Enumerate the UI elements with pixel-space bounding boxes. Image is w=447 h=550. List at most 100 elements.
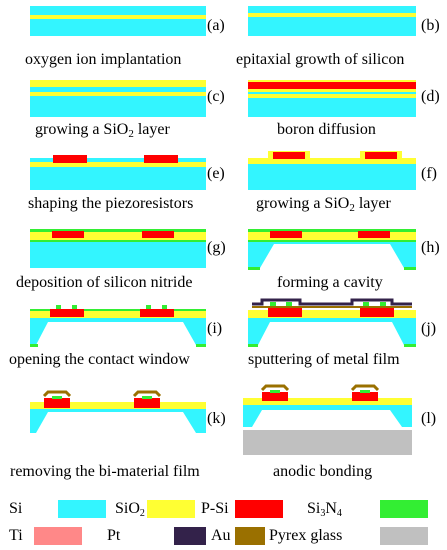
si3n4-bottom-right [404,267,416,270]
metal-film-au [252,298,412,306]
piezoresistor-right [142,231,174,238]
si3n4-pad-right [142,396,152,399]
caption-a: oxygen ion implantation [25,51,182,68]
legend-label-ti: Ti [9,527,23,544]
si-frame-with-cavity [248,238,416,268]
legend-sio2-sub: 2 [139,508,145,519]
piezoresistor-right [144,155,178,163]
piezoresistor-left [50,309,84,317]
caption-k: removing the bi-material film [10,463,200,480]
sio2-layer [30,402,206,409]
legend-si3n4-a: Si [307,500,321,517]
legend-swatch-pyrex [380,527,428,545]
sio2-layer [248,310,416,318]
caption-e: shaping the piezoresistors [28,195,194,212]
legend-swatch-au [235,527,265,545]
legend-label-au: Au [211,527,231,544]
legend-si3n4-c: N [325,500,337,517]
step-l-cross-section [243,384,412,455]
metal-contact-right [132,390,162,398]
si3n4-pad-right [363,302,369,306]
caption-d: boron diffusion [277,121,376,138]
step-d-cross-section [248,80,416,117]
caption-f-sub: 2 [349,202,355,214]
caption-l: anodic bonding [273,463,373,480]
buried-sio2-layer [30,92,206,96]
contact-window-right-b [162,305,167,309]
contact-window-left-a [56,305,61,309]
si-frame-with-cavity [243,404,412,427]
si3n4-pad-left [270,302,276,306]
step-label-e: (e) [207,165,225,182]
step-b-cross-section [248,6,416,36]
contact-window-right-a [146,305,151,309]
step-label-g: (g) [207,239,226,256]
step-i-cross-section [30,305,206,347]
si3n4-pad-left [52,396,62,399]
piezoresistor-left [273,152,305,159]
piezoresistor-left [44,398,70,408]
caption-h: forming a cavity [277,274,383,291]
pyrex-glass [243,430,412,455]
step-g-cross-section [30,229,206,268]
buried-sio2-layer [30,15,206,19]
caption-b: epitaxial growth of silicon [236,51,405,68]
legend-swatch-pt [132,527,180,545]
buried-sio2-layer [248,94,416,98]
piezoresistor-right [365,152,397,159]
step-label-h: (h) [421,239,440,256]
legend-label-si3n4: Si3N4 [307,500,342,523]
p-si-layer [248,82,416,89]
caption-j: sputtering of metal film [248,351,400,368]
piezoresistor-right [140,309,174,317]
step-j-cross-section [248,298,416,347]
si3n4-bottom-right [404,344,416,347]
si-substrate [30,6,206,36]
step-h-cross-section [248,229,416,270]
caption-f-tail: layer [354,195,391,212]
step-f-cross-section [248,151,416,190]
piezoresistor-left [268,308,302,317]
piezoresistor-right [360,308,394,317]
legend-label-si: Si [9,500,23,517]
si3n4-bottom-left [30,344,38,347]
si3n4-bottom-left [248,267,260,270]
metal-contact-left [42,390,72,398]
step-label-c: (c) [207,88,225,105]
legend-label-sio2: SiO2 [115,500,145,523]
caption-c-tail: layer [133,121,170,138]
step-label-k: (k) [207,410,226,427]
piezoresistor-right [352,392,378,401]
caption-c-main: growing a SiO [35,121,129,138]
piezoresistor-left [270,231,302,238]
legend-sio2-main: SiO [115,500,140,517]
si3n4-bottom-left [248,344,258,347]
step-label-a: (a) [207,17,225,34]
legend-si3n4-b: 3 [320,508,326,519]
legend-label-pt: Pt [107,527,121,544]
sio2-layer [30,310,206,318]
sio2-layer [248,158,416,164]
piezoresistor-left [53,155,87,163]
legend-label-pyrex: Pyrex glass [269,527,343,544]
piezoresistor-right [358,231,390,238]
step-label-j: (j) [421,320,437,337]
caption-g: deposition of silicon nitride [16,274,193,291]
piezoresistor-left [262,392,288,401]
legend-label-psi: P-Si [201,500,229,517]
sio2-top-layer [30,80,206,87]
legend-si3n4-d: 4 [336,508,342,519]
step-k-cross-section [30,390,206,433]
step-c-cross-section [30,80,206,117]
piezoresistor-right [134,398,160,408]
sio2-layer [30,232,206,240]
legend-swatch-si [58,500,106,518]
si3n4-pad-left [270,390,280,393]
sio2-layer [248,232,416,240]
metal-contact-right [350,384,380,392]
si-frame-with-cavity [248,318,416,345]
legend-swatch-sio2 [147,500,195,518]
caption-i: opening the contact window [9,351,190,368]
legend-swatch-au-dark [174,527,206,545]
